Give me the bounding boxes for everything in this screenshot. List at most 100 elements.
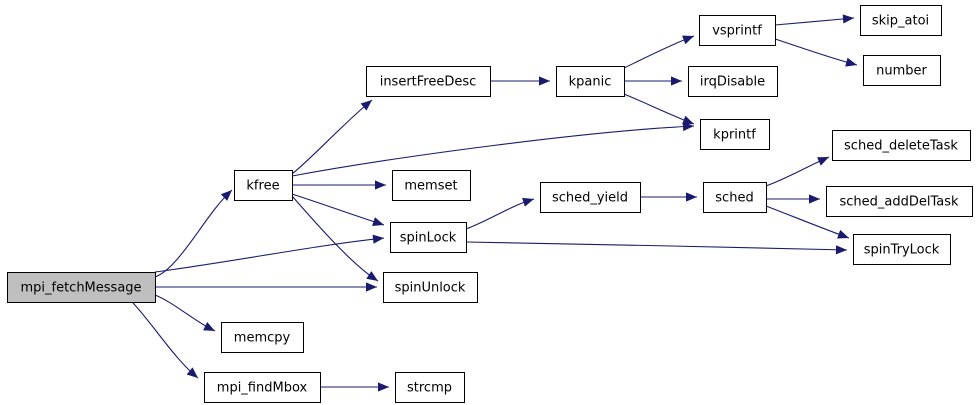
edge-kfree-to-insertFreeDesc	[291, 99, 373, 175]
node-box[interactable]	[853, 234, 951, 265]
node-sched[interactable]: sched	[703, 182, 767, 213]
node-insertFreeDesc[interactable]: insertFreeDesc	[366, 66, 491, 97]
edge-kfree-to-spinLock	[291, 193, 385, 226]
node-spinUnlock[interactable]: spinUnlock	[383, 272, 478, 303]
node-box[interactable]	[688, 66, 778, 97]
node-sched_yield[interactable]: sched_yield	[540, 182, 641, 213]
node-box[interactable]	[7, 272, 156, 303]
node-mpi_fetchMessage[interactable]: mpi_fetchMessage	[7, 272, 156, 303]
node-mpi_findMbox[interactable]: mpi_findMbox	[204, 372, 321, 403]
node-number[interactable]: number	[863, 55, 941, 86]
node-layer: mpi_fetchMessage kfree memcpy mpi_findMbox s…	[7, 5, 973, 403]
node-label: insertFreeDesc	[380, 75, 477, 90]
node-box[interactable]	[860, 5, 942, 36]
node-box[interactable]	[540, 182, 641, 213]
edge-sched-to-sched_deleteTask	[765, 156, 830, 187]
node-vsprintf[interactable]: vsprintf	[699, 15, 776, 46]
node-label: spinTryLock	[864, 243, 940, 258]
node-label: irqDisable	[700, 75, 765, 90]
node-box[interactable]	[863, 55, 941, 86]
edge-mpi_fetchMessage-to-spinLock	[154, 234, 385, 273]
node-label: mpi_findMbox	[217, 381, 308, 396]
arrow-head-icon	[366, 282, 377, 292]
node-sched_addDelTask[interactable]: sched_addDelTask	[826, 186, 973, 217]
edge-kpanic-to-kprintf	[623, 93, 695, 125]
arrow-head-icon	[809, 194, 820, 204]
node-label: sched	[715, 191, 753, 206]
node-label: spinUnlock	[395, 281, 466, 296]
node-memset[interactable]: memset	[392, 170, 471, 201]
node-box[interactable]	[699, 15, 776, 46]
edge-insertFreeDesc-to-kpanic	[490, 76, 550, 86]
edge-kpanic-to-vsprintf	[623, 35, 695, 69]
arrow-head-icon	[835, 245, 847, 255]
edge-mpi_fetchMessage-to-kfree	[154, 189, 233, 278]
arrow-head-icon	[837, 229, 849, 239]
arrow-head-icon	[682, 121, 694, 132]
arrow-head-icon	[372, 234, 384, 244]
node-box[interactable]	[700, 119, 770, 150]
node-box[interactable]	[392, 170, 471, 201]
arrow-head-icon	[366, 271, 378, 281]
edge-kfree-to-memset	[292, 180, 386, 190]
node-label: memset	[404, 179, 457, 194]
node-box[interactable]	[383, 272, 478, 303]
node-box[interactable]	[234, 170, 293, 201]
node-box[interactable]	[204, 372, 321, 403]
node-spinLock[interactable]: spinLock	[390, 222, 467, 253]
node-label: memcpy	[234, 331, 291, 346]
arrow-head-icon	[186, 367, 198, 378]
arrow-head-icon	[682, 35, 694, 45]
node-box[interactable]	[556, 66, 625, 97]
node-kpanic[interactable]: kpanic	[556, 66, 625, 97]
arrow-head-icon	[682, 115, 694, 125]
edge-vsprintf-to-number	[774, 38, 858, 67]
arrow-head-icon	[522, 197, 534, 207]
node-label: sched_yield	[552, 191, 628, 206]
node-box[interactable]	[832, 130, 971, 161]
node-box[interactable]	[366, 66, 491, 97]
node-memcpy[interactable]: memcpy	[221, 322, 304, 353]
node-label: skip_atoi	[872, 14, 929, 29]
node-sched_deleteTask[interactable]: sched_deleteTask	[832, 130, 971, 161]
node-strcmp[interactable]: strcmp	[395, 372, 465, 403]
edge-mpi_findMbox-to-strcmp	[320, 382, 389, 392]
node-irqDisable[interactable]: irqDisable	[688, 66, 778, 97]
edge-vsprintf-to-skip_atoi	[774, 14, 855, 26]
node-box[interactable]	[703, 182, 767, 213]
node-skip_atoi[interactable]: skip_atoi	[860, 5, 942, 36]
arrow-head-icon	[686, 192, 697, 202]
node-box[interactable]	[390, 222, 467, 253]
arrow-head-icon	[817, 157, 829, 166]
node-box[interactable]	[221, 322, 304, 353]
node-kfree[interactable]: kfree	[234, 170, 293, 201]
edge-sched_yield-to-sched	[640, 192, 697, 202]
edge-spinLock-to-spinTryLock	[465, 241, 848, 255]
arrow-head-icon	[671, 76, 682, 86]
arrow-head-icon	[378, 382, 389, 392]
node-label: vsprintf	[712, 24, 762, 39]
arrow-head-icon	[842, 14, 854, 24]
edge-kfree-to-kprintf	[291, 121, 695, 177]
edge-sched-to-sched_addDelTask	[766, 194, 820, 204]
arrow-head-icon	[845, 57, 857, 67]
node-box[interactable]	[826, 186, 973, 217]
arrow-head-icon	[539, 76, 550, 86]
edge-mpi_fetchMessage-to-spinUnlock	[155, 282, 377, 292]
node-label: kpanic	[569, 75, 612, 90]
edge-mpi_fetchMessage-to-mpi_findMbox	[131, 301, 199, 379]
node-box[interactable]	[395, 372, 465, 403]
node-label: strcmp	[407, 381, 452, 396]
node-label: spinLock	[400, 231, 457, 246]
node-kprintf[interactable]: kprintf	[700, 119, 770, 150]
node-label: mpi_fetchMessage	[20, 281, 141, 296]
node-label: sched_addDelTask	[839, 195, 959, 210]
edge-spinLock-to-sched_yield	[465, 197, 535, 230]
node-label: sched_deleteTask	[844, 139, 958, 154]
node-spinTryLock[interactable]: spinTryLock	[853, 234, 951, 265]
edge-kpanic-to-irqDisable	[624, 76, 682, 86]
node-label: kfree	[246, 179, 279, 194]
edge-layer	[131, 14, 858, 392]
